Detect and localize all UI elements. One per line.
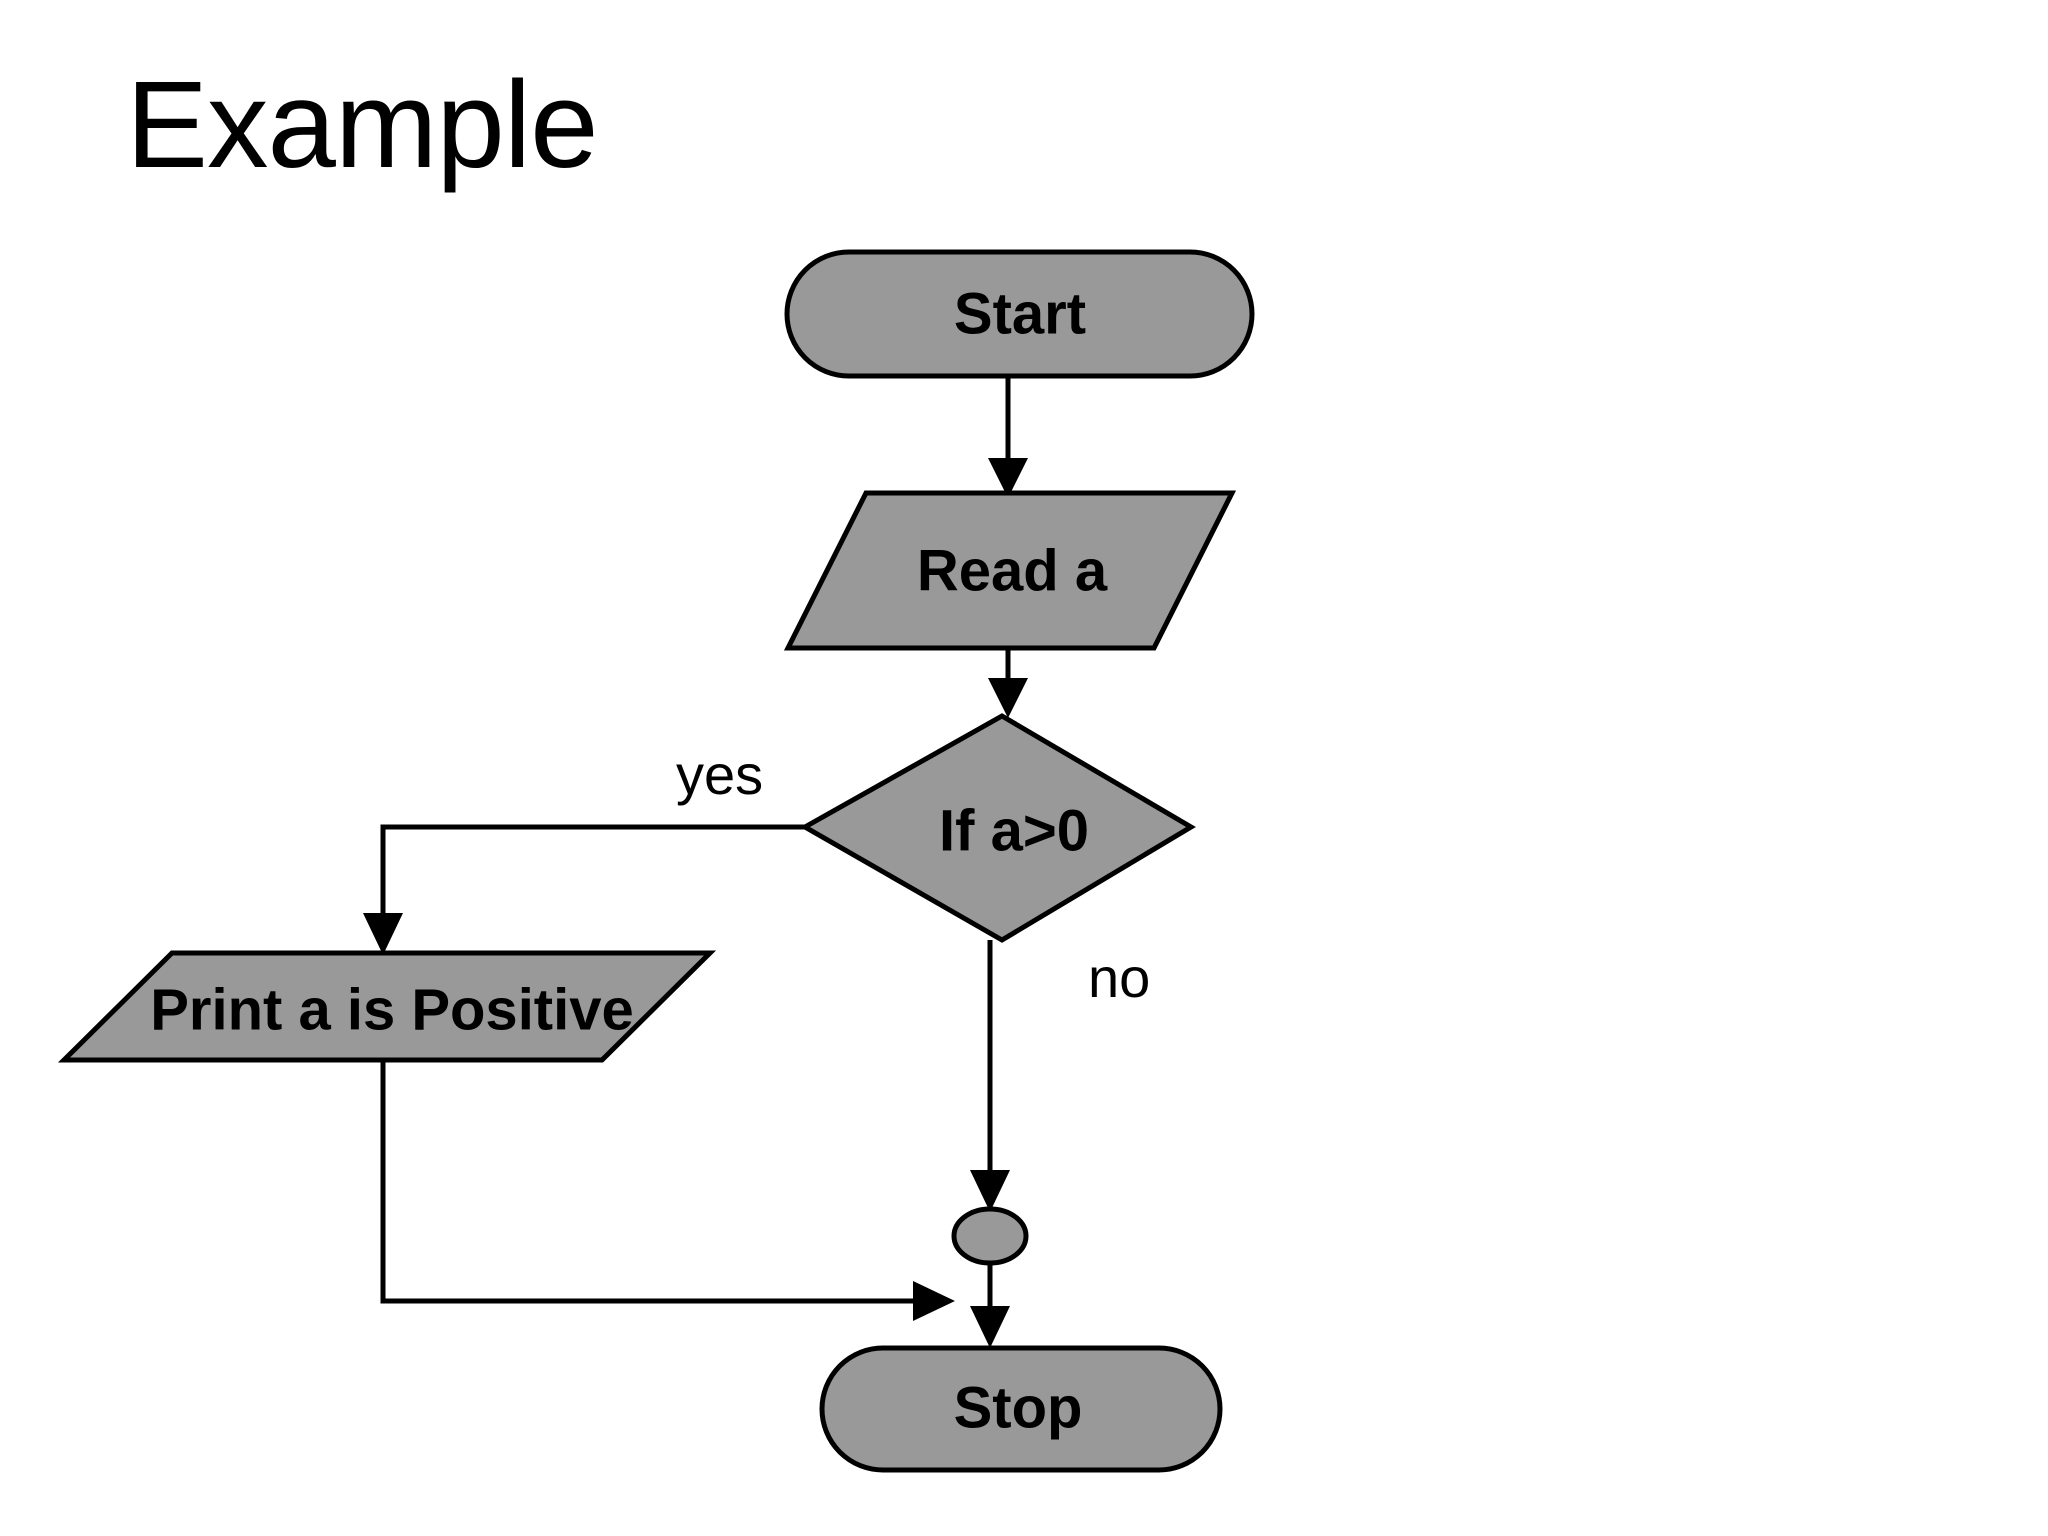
node-decision-label: If a>0 [939, 798, 1089, 863]
node-merge-connector[interactable] [951, 1206, 1029, 1266]
node-print-label: Print a is Positive [150, 977, 634, 1042]
branch-label-no: no [1088, 946, 1150, 1009]
terminator-shape [784, 249, 1255, 379]
edge-print-to-merge [380, 1060, 955, 1321]
ellipse-connector-shape [951, 1206, 1029, 1266]
edge-line [380, 1060, 935, 1304]
arrow-head-icon [970, 1170, 1010, 1212]
branch-label-yes: yes [676, 743, 763, 806]
node-start[interactable]: Start [784, 249, 1255, 379]
arrow-head-icon [988, 678, 1028, 718]
node-read-a[interactable]: Read a [783, 490, 1237, 651]
io-parallelogram-shape [57, 950, 717, 1063]
terminator-shape [819, 1345, 1223, 1473]
node-print-a-is-positive[interactable]: Print a is Positive [57, 950, 717, 1063]
node-start-label: Start [954, 281, 1086, 346]
edge-decision-yes-to-print [363, 824, 805, 955]
node-stop-label: Stop [954, 1375, 1083, 1440]
edge-start-to-read [988, 375, 1028, 498]
arrow-head-icon [988, 458, 1028, 498]
node-stop[interactable]: Stop [819, 1345, 1223, 1473]
edge-line [380, 824, 805, 935]
arrow-head-icon [913, 1281, 955, 1321]
node-read-a-label: Read a [917, 538, 1108, 603]
page-title: Example [126, 57, 599, 194]
decision-diamond-shape [799, 713, 1196, 943]
arrow-head-icon [363, 913, 403, 955]
edge-decision-no-to-merge [970, 940, 1010, 1212]
node-decision-if-a-gt-0[interactable]: If a>0 [799, 713, 1196, 943]
io-parallelogram-shape [783, 490, 1237, 651]
edge-merge-to-stop [970, 1260, 1010, 1348]
edge-read-to-decision [988, 648, 1028, 718]
arrow-head-icon [970, 1306, 1010, 1348]
